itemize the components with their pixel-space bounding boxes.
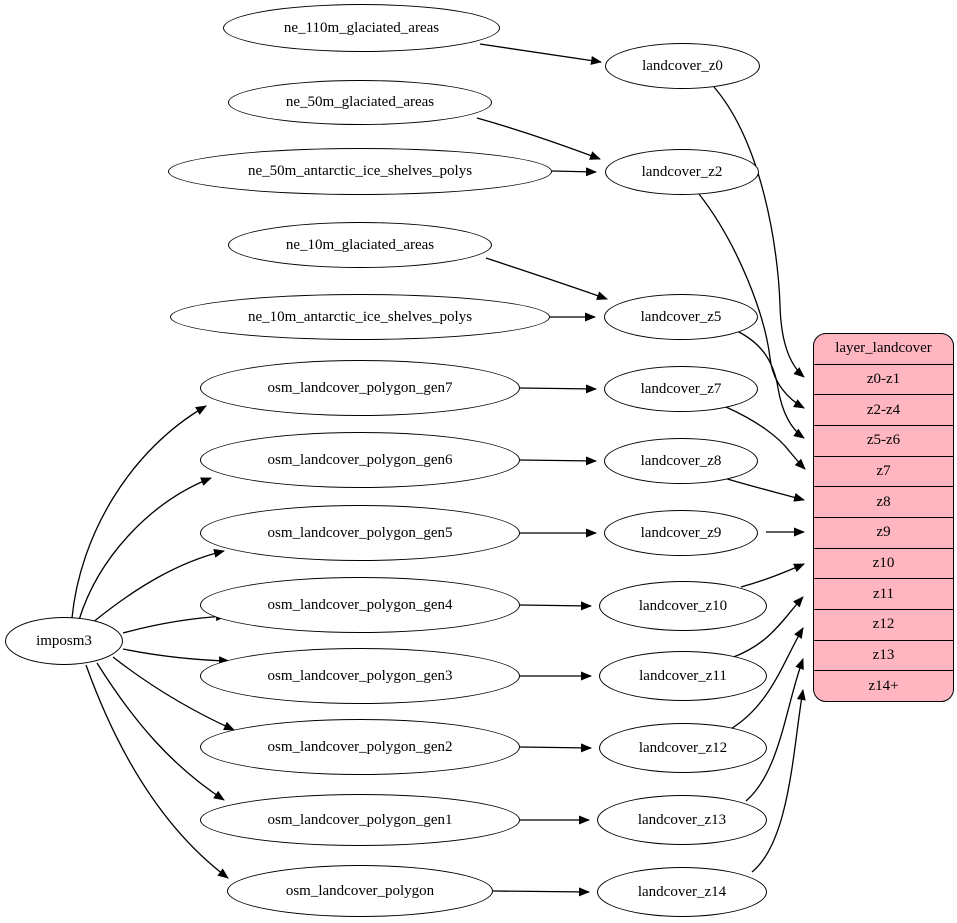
table-row-z7: z7 xyxy=(814,455,953,487)
edge-imposm3-gen5 xyxy=(91,548,225,624)
node-landcover_z10: landcover_z10 xyxy=(599,581,767,631)
edge-imposm3-polygon xyxy=(85,664,229,879)
node-ne_50m_antarctic_ice_shelves_polys: ne_50m_antarctic_ice_shelves_polys xyxy=(168,148,552,195)
table-row-z9: z9 xyxy=(814,517,953,548)
edge-ne50m-ant-z2 xyxy=(551,167,597,177)
edge-z14-row-z14plus xyxy=(751,689,806,873)
edge-z2-row-z2z4 xyxy=(698,193,805,409)
node-osm_landcover_polygon_gen4: osm_landcover_polygon_gen4 xyxy=(200,577,520,633)
table-row-z14plus: z14+ xyxy=(814,670,953,701)
edge-imposm3-gen7 xyxy=(71,405,207,619)
node-landcover_z12: landcover_z12 xyxy=(599,723,767,773)
edge-imposm3-gen6 xyxy=(78,477,212,621)
edge-z10-row-z10 xyxy=(740,563,805,588)
node-landcover_z0: landcover_z0 xyxy=(605,43,760,89)
edge-gen2-z12 xyxy=(519,743,592,753)
node-landcover_z9: landcover_z9 xyxy=(604,510,758,556)
edge-ne110m-z0 xyxy=(479,43,602,65)
node-landcover_z5: landcover_z5 xyxy=(604,294,758,340)
edge-imposm3-gen1 xyxy=(96,662,225,801)
table-row-z8: z8 xyxy=(814,486,953,517)
table-row-z10: z10 xyxy=(814,547,953,579)
node-osm_landcover_polygon_gen3: osm_landcover_polygon_gen3 xyxy=(200,648,520,704)
edge-z13-row-z13 xyxy=(745,658,804,802)
edge-z11-row-z11 xyxy=(730,596,804,659)
edge-z7-row-z7 xyxy=(725,406,806,470)
edge-gen6-z8 xyxy=(519,456,597,466)
edge-ne50m-glac-z2 xyxy=(476,117,601,160)
node-osm_landcover_polygon_gen7: osm_landcover_polygon_gen7 xyxy=(200,360,520,416)
node-osm_landcover_polygon_gen5: osm_landcover_polygon_gen5 xyxy=(200,505,520,561)
edge-gen7-z7 xyxy=(519,384,597,394)
table-row-z0-z1: z0-z1 xyxy=(814,363,953,395)
edge-imposm3-gen3 xyxy=(122,648,230,666)
node-osm_landcover_polygon_gen1: osm_landcover_polygon_gen1 xyxy=(200,794,520,846)
node-osm_landcover_polygon: osm_landcover_polygon xyxy=(227,865,493,917)
edge-z12-row-z12 xyxy=(728,627,804,731)
table-layer_landcover: layer_landcover z0-z1 z2-z4 z5-z6 z7 z8 … xyxy=(813,333,954,702)
node-ne_10m_glaciated_areas: ne_10m_glaciated_areas xyxy=(228,222,492,268)
node-imposm3: imposm3 xyxy=(5,617,123,665)
edge-imposm3-gen2 xyxy=(112,656,235,731)
node-landcover_z8: landcover_z8 xyxy=(604,438,758,484)
node-landcover_z13: landcover_z13 xyxy=(597,795,767,845)
node-osm_landcover_polygon_gen6: osm_landcover_polygon_gen6 xyxy=(200,432,520,488)
node-landcover_z2: landcover_z2 xyxy=(605,149,759,195)
table-row-z11: z11 xyxy=(814,578,953,609)
node-ne_10m_antarctic_ice_shelves_polys: ne_10m_antarctic_ice_shelves_polys xyxy=(170,294,550,340)
table-row-z5-z6: z5-z6 xyxy=(814,425,953,456)
table-row-z13: z13 xyxy=(814,639,953,671)
table-row-z12: z12 xyxy=(814,609,953,640)
table-title: layer_landcover xyxy=(835,340,932,357)
edge-z5-row-z5z6 xyxy=(736,330,805,439)
edge-polygon-z14 xyxy=(492,887,590,897)
node-osm_landcover_polygon_gen2: osm_landcover_polygon_gen2 xyxy=(200,719,520,775)
edge-imposm3-gen4 xyxy=(122,612,227,634)
edge-z8-row-z8 xyxy=(723,477,805,502)
node-ne_50m_glaciated_areas: ne_50m_glaciated_areas xyxy=(228,80,492,125)
node-ne_110m_glaciated_areas: ne_110m_glaciated_areas xyxy=(223,4,500,52)
node-landcover_z11: landcover_z11 xyxy=(599,651,767,701)
edge-ne10m-glac-z5 xyxy=(485,257,608,300)
edge-gen4-z10 xyxy=(519,601,592,611)
table-row-z2-z4: z2-z4 xyxy=(814,394,953,425)
node-landcover_z7: landcover_z7 xyxy=(604,366,758,412)
edge-z0-row-z0z1 xyxy=(713,86,805,378)
node-landcover_z14: landcover_z14 xyxy=(597,867,767,917)
